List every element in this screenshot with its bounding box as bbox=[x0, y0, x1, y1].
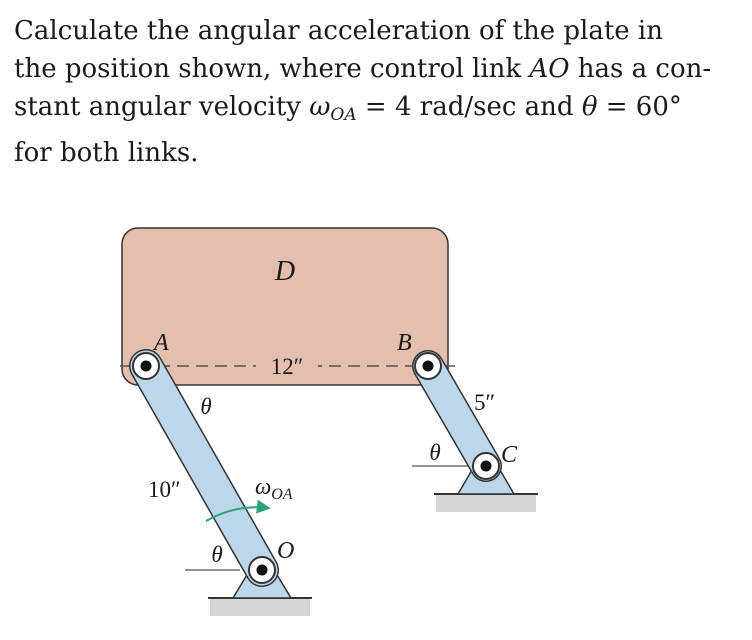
ground-c bbox=[436, 494, 536, 512]
ground-o bbox=[210, 598, 310, 616]
pin-a bbox=[132, 352, 160, 380]
problem-statement: Calculate the angular acceleration of th… bbox=[14, 12, 744, 172]
omega-label: ωOA bbox=[255, 474, 293, 503]
problem-line-3b: = 4 rad/sec and bbox=[356, 92, 582, 122]
point-b-label: B bbox=[397, 330, 412, 356]
problem-line-2a: the position shown, where control link bbox=[14, 54, 530, 84]
dim-ao-label: 10″ bbox=[148, 477, 181, 502]
pin-b bbox=[414, 352, 442, 380]
problem-line-1: Calculate the angular acceleration of th… bbox=[14, 16, 663, 46]
theta-right-label: θ bbox=[429, 440, 440, 465]
point-o-label: O bbox=[277, 538, 294, 564]
plate-label: D bbox=[274, 256, 295, 287]
omega-label-sub: OA bbox=[271, 486, 293, 503]
plate-d bbox=[121, 227, 449, 386]
theta-upper-label: θ bbox=[200, 394, 211, 419]
problem-line-3a: stant angular velocity bbox=[14, 92, 310, 122]
dim-ab-label: 12″ bbox=[271, 354, 304, 379]
problem-line-2b: has a con- bbox=[569, 54, 712, 84]
pin-c bbox=[472, 452, 500, 480]
theta-lower-label: θ bbox=[211, 542, 222, 567]
pin-o bbox=[248, 556, 276, 584]
dim-ab-bg bbox=[256, 354, 318, 378]
omega-subscript: OA bbox=[330, 105, 357, 125]
omega-symbol: ω bbox=[309, 92, 331, 122]
omega-arrow bbox=[205, 499, 271, 522]
theta-symbol: θ bbox=[581, 92, 598, 122]
point-c-label: C bbox=[501, 442, 518, 468]
problem-line-3c: = 60° bbox=[597, 92, 682, 122]
point-a-label: A bbox=[152, 330, 169, 356]
dim-bc-label: 5″ bbox=[474, 390, 495, 415]
problem-line-4: for both links. bbox=[14, 138, 199, 168]
link-ao-name: AO bbox=[529, 54, 570, 84]
link-bc bbox=[413, 351, 501, 481]
link-ao bbox=[130, 350, 278, 586]
omega-label-symbol: ω bbox=[255, 474, 271, 499]
